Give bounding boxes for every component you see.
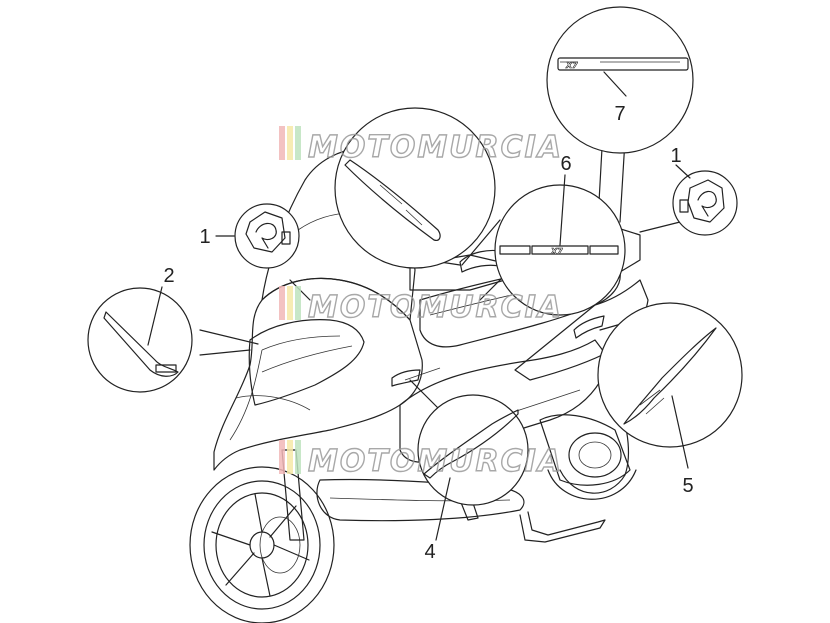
watermark-bottom: MOTOMURCIA	[279, 440, 563, 480]
side-decal-rear	[623, 327, 717, 425]
callout-number-7: 7	[614, 103, 625, 125]
engine	[539, 414, 631, 486]
windscreen-decal-callout	[334, 107, 496, 269]
callout-2-group: 2	[87, 265, 259, 393]
detail-circle-7	[546, 6, 694, 154]
callout-6-group: X7 6	[461, 153, 626, 316]
front-wheel	[189, 466, 335, 623]
callout-5-group: 5	[597, 302, 743, 497]
center-stand	[519, 511, 606, 543]
detail-circle-2	[87, 287, 193, 393]
watermark-text-top: MOTOMURCIA	[308, 130, 563, 165]
side-decal-lower	[423, 409, 519, 479]
headlight	[248, 319, 365, 406]
callout-number-1-right: 1	[670, 145, 681, 167]
detail-circle-6	[494, 184, 626, 316]
watermark-top: MOTOMURCIA	[279, 126, 563, 166]
floorboard	[316, 478, 525, 522]
watermark-text-bottom: MOTOMURCIA	[308, 444, 563, 479]
detail-circle-1-left	[234, 203, 300, 269]
strip-model-text: X7	[565, 61, 578, 70]
callout-1-right-group: 1	[639, 145, 738, 236]
callout-4-group: 4	[409, 379, 529, 563]
side-decal-left	[103, 311, 179, 377]
watermark-middle: MOTOMURCIA	[279, 286, 563, 326]
callout-number-5: 5	[682, 475, 693, 497]
logo-emblem-left	[245, 211, 286, 253]
callout-number-6: 6	[560, 153, 571, 175]
callout-number-2: 2	[163, 265, 174, 287]
callout-1-left-group: 1	[199, 203, 311, 301]
watermark-text-middle: MOTOMURCIA	[308, 290, 563, 325]
logo-emblem-right	[687, 179, 725, 223]
detail-circle-5	[597, 302, 743, 448]
callout-number-4: 4	[424, 541, 435, 563]
windscreen-decal	[344, 159, 441, 241]
windscreen-strip-decal	[557, 57, 689, 71]
detail-circle-1-right	[672, 170, 738, 236]
callout-number-1-left: 1	[199, 226, 210, 248]
side-strip-text: X7	[550, 247, 563, 256]
detail-circle-windscreen	[334, 107, 496, 269]
